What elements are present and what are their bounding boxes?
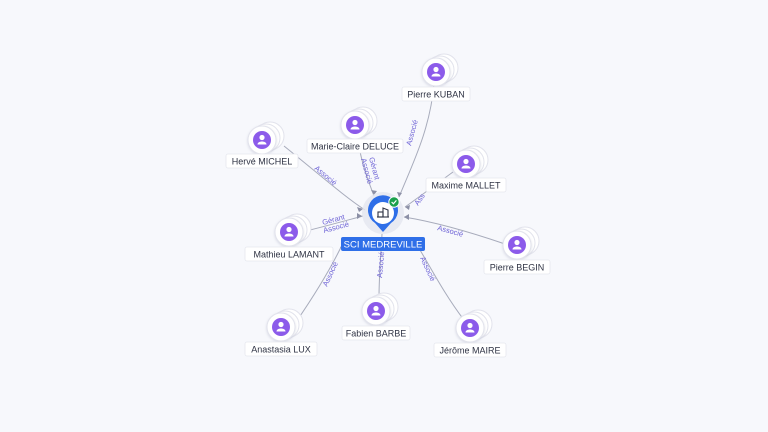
person-name: Marie-Claire DELUCE [311,142,399,152]
person-node-anastasia-lux[interactable]: Anastasia LUX [244,308,318,357]
edge-label-fabien-barbe-role-0: Associé [375,251,386,278]
person-name: Jérôme MAIRE [439,346,500,356]
person-node-maxime-mallet[interactable]: Maxime MALLET [425,145,507,193]
person-node-jerome-maire[interactable]: Jérôme MAIRE [433,309,507,358]
person-node-mathieu-lamant[interactable]: Mathieu LAMANT [244,213,334,262]
building-icon [377,207,389,218]
person-node-pierre-kuban[interactable]: Pierre KUBAN [401,53,471,102]
person-node-fabien-barbe[interactable]: Fabien BARBE [341,292,411,341]
edge-label-jerome-maire-role-0: Associé [418,255,437,283]
person-name: Mathieu LAMANT [253,250,325,260]
person-name: Anastasia LUX [251,345,311,355]
company-name: SCI MEDREVILLE [344,240,423,251]
edge-label-anastasia-lux-role-0: Associé [321,260,340,288]
check-badge-icon [388,196,400,208]
company-label-badge [341,237,425,251]
edge-jerome-maire: Associé [418,249,465,321]
person-name: Maxime MALLET [431,181,501,191]
person-node-herve-michel[interactable]: Hervé MICHEL [225,121,299,169]
edge-label-pierre-kuban-role-0: Associé [404,119,419,147]
person-name: Hervé MICHEL [232,157,293,167]
person-nodes: Pierre KUBAN Marie-Claire DELUCE Hervé M… [225,53,551,358]
person-name: Pierre BEGIN [490,263,545,273]
edge-label-herve-michel-role-0: Associé [313,164,339,188]
edge-mathieu-lamant: Gérant Associé [309,212,364,235]
person-node-pierre-begin[interactable]: Pierre BEGIN [483,226,551,275]
edge-label-maxime-mallet-role-0: Ass [412,192,427,208]
person-name: Pierre KUBAN [407,90,465,100]
person-name: Fabien BARBE [346,329,407,339]
person-node-marie-claire-deluce[interactable]: Marie-Claire DELUCE [306,106,404,154]
company-node[interactable]: SCI MEDREVILLE [341,192,425,251]
edge-label-pierre-begin-role-0: Associé [436,223,464,238]
